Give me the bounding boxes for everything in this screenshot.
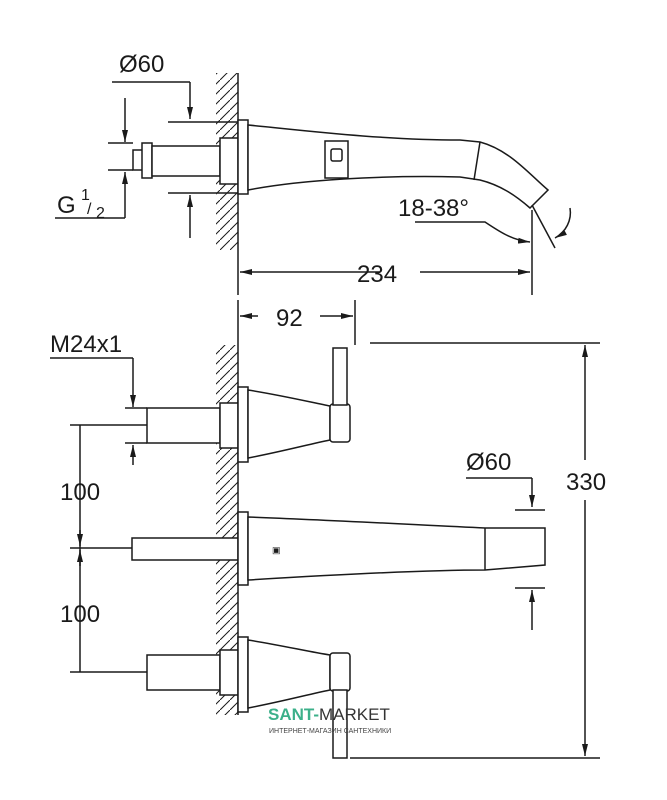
front-diameter-label: Ø60 (466, 449, 511, 476)
m24-label: M24x1 (50, 331, 122, 358)
length-label: 234 (357, 261, 397, 288)
top-view-spout: Ø60 G 1 / 2 18-38° 234 (55, 51, 572, 295)
spacing-lower-label: 100 (60, 601, 100, 628)
thread-label-den: 2 (96, 205, 105, 222)
spout-body (247, 124, 550, 210)
top-diameter-label: Ø60 (119, 51, 164, 78)
svg-text:/: / (87, 201, 92, 218)
hot-handle (146, 347, 351, 463)
thread-label-g: G (57, 192, 76, 219)
svg-text:SANT-MARKET: SANT-MARKET (268, 705, 390, 724)
depth-label: 92 (276, 305, 303, 332)
spacing-upper-label: 100 (60, 479, 100, 506)
angle-label: 18-38° (398, 195, 469, 222)
svg-text:▣: ▣ (272, 545, 281, 555)
center-spout: ▣ (131, 511, 546, 586)
svg-text:ИНТЕРНЕТ-МАГАЗИН САНТЕХНИКИ: ИНТЕРНЕТ-МАГАЗИН САНТЕХНИКИ (269, 728, 391, 735)
front-view-faucet-set: 92 ▣ M24x1 (50, 300, 606, 759)
thread-label-num: 1 (81, 187, 90, 204)
cold-handle (146, 636, 351, 759)
height-label: 330 (566, 469, 606, 496)
watermark-logo: SANT-MARKET ИНТЕРНЕТ-МАГАЗИН САНТЕХНИКИ (268, 705, 391, 735)
